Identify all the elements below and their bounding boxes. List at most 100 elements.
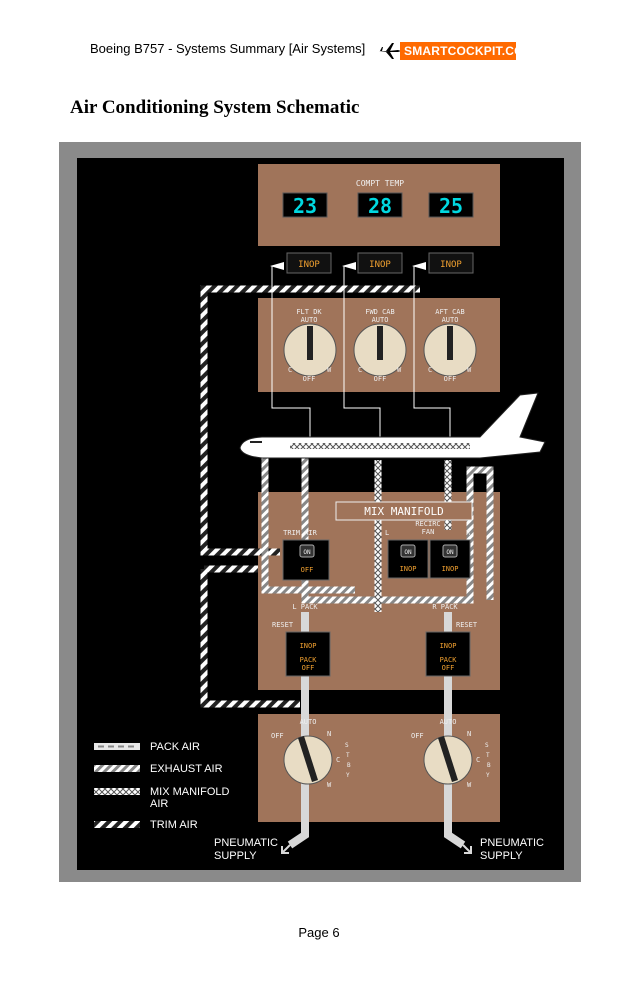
right-pack-switch[interactable]: INOP PACK OFF (425, 631, 471, 677)
svg-text:W: W (467, 781, 472, 789)
recirc-fan-right-switch[interactable] (429, 539, 471, 579)
pneumatic-label-right: SUPPLY (480, 850, 523, 862)
pneumatic-arrow-icon (462, 844, 472, 854)
left-pack-label: L PACK (292, 603, 318, 611)
arrow-icon (342, 262, 356, 270)
airplane-logo-icon (379, 43, 401, 59)
pneumatic-label-left: SUPPLY (214, 850, 257, 862)
svg-text:AUTO: AUTO (440, 718, 457, 726)
arrow-icon (412, 262, 426, 270)
svg-text:INOP: INOP (300, 642, 317, 650)
svg-text:PACK: PACK (300, 656, 318, 664)
pneumatic-label-left: PNEUMATIC (214, 837, 278, 849)
svg-text:ON: ON (404, 549, 412, 556)
trim-air-duct (200, 285, 280, 556)
svg-text:INOP: INOP (400, 565, 417, 573)
svg-text:C: C (476, 756, 480, 764)
control-wire (271, 266, 311, 440)
inop-light-fwd-cab (357, 252, 403, 274)
svg-text:PACK: PACK (440, 656, 458, 664)
svg-text:FWD CAB: FWD CAB (365, 308, 395, 316)
legend-swatch-trim-air (94, 821, 140, 828)
legend-swatch-pack-air (94, 743, 140, 750)
inop-text: INOP (298, 260, 320, 270)
svg-text:OFF: OFF (303, 375, 316, 383)
svg-text:INOP: INOP (442, 565, 459, 573)
pneumatic-label-right: PNEUMATIC (480, 837, 544, 849)
svg-text:OFF: OFF (444, 375, 457, 383)
svg-text:W: W (467, 366, 472, 374)
inop-light-aft-cab (428, 252, 474, 274)
svg-text:W: W (327, 366, 332, 374)
trim-air-duct (200, 569, 300, 708)
svg-text:AUTO: AUTO (442, 316, 459, 324)
svg-text:TRIM AIR: TRIM AIR (150, 819, 198, 831)
svg-text:OFF: OFF (374, 375, 387, 383)
mix-manifold-box (335, 501, 473, 521)
svg-text:ON: ON (303, 549, 311, 556)
svg-text:Y: Y (486, 772, 490, 779)
svg-text:Y: Y (346, 772, 350, 779)
svg-text:S: S (345, 742, 349, 749)
temp-display-flt-dk (282, 192, 328, 218)
airplane-icon (239, 392, 546, 459)
temp-display-aft-cab (428, 192, 474, 218)
exhaust-air-duct (261, 445, 355, 594)
page-title: Air Conditioning System Schematic (70, 97, 360, 118)
svg-text:B: B (487, 762, 491, 769)
legend: PACK AIR EXHAUST AIR MIX MANIFOLD AIR TR… (94, 741, 230, 831)
page-number: Page 6 (298, 925, 340, 940)
svg-text:N: N (327, 730, 331, 738)
selector-flt-dk[interactable]: FLT DK AUTO C W OFF (283, 308, 337, 383)
selector-fwd-cab[interactable]: FWD CAB AUTO C W OFF (353, 308, 407, 383)
svg-text:FAN: FAN (422, 528, 435, 536)
svg-text:C: C (428, 366, 432, 374)
svg-text:AUTO: AUTO (301, 316, 318, 324)
svg-text:FLT DK: FLT DK (296, 308, 322, 316)
svg-text:RECIRC: RECIRC (415, 520, 440, 528)
page-header: Boeing B757 - Systems Summary [Air Syste… (90, 41, 366, 56)
left-pack-duct (287, 612, 309, 849)
temp-value-fwd-cab: 28 (368, 194, 392, 218)
inop-text: INOP (440, 260, 462, 270)
pneumatic-arrow-icon (281, 844, 291, 854)
svg-text:AIR: AIR (150, 798, 168, 810)
knob-pointer (307, 326, 313, 360)
right-pack-duct (444, 612, 466, 849)
svg-text:PACK AIR: PACK AIR (150, 741, 200, 753)
svg-text:OFF: OFF (442, 664, 455, 672)
selector-aft-cab[interactable]: AFT CAB AUTO C W OFF (423, 308, 477, 383)
temp-value-aft-cab: 25 (439, 194, 463, 218)
svg-text:OFF: OFF (411, 732, 424, 740)
legend-swatch-mix-manifold (94, 788, 140, 795)
left-pack-selector[interactable]: AUTO OFF N C W S T B Y (271, 718, 351, 789)
svg-text:C: C (336, 756, 340, 764)
svg-text:AUTO: AUTO (372, 316, 389, 324)
right-pack-selector[interactable]: AUTO OFF N C W S T B Y (411, 718, 491, 789)
inop-light-flt-dk (286, 252, 332, 274)
svg-text:OFF: OFF (302, 664, 315, 672)
svg-text:N: N (467, 730, 471, 738)
svg-text:B: B (347, 762, 351, 769)
left-pack-switch[interactable]: INOP PACK OFF (285, 631, 331, 677)
mix-manifold-label: MIX MANIFOLD (364, 505, 443, 518)
control-wire (413, 266, 451, 440)
temp-display-fwd-cab (357, 192, 403, 218)
svg-text:MIX MANIFOLD: MIX MANIFOLD (150, 786, 230, 798)
smartcockpit-logo: SMARTCOCKPIT.COM (378, 40, 534, 62)
svg-text:RESET: RESET (456, 621, 478, 629)
trim-air-label: TRIM AIR (283, 529, 318, 537)
svg-text:W: W (397, 366, 402, 374)
svg-text:R: R (466, 529, 471, 537)
svg-text:OFF: OFF (301, 566, 314, 574)
svg-text:C: C (288, 366, 292, 374)
compt-temp-label: COMPT TEMP (356, 179, 404, 188)
knob-pointer (447, 326, 453, 360)
svg-text:INOP: INOP (440, 642, 457, 650)
svg-text:RESET: RESET (272, 621, 294, 629)
svg-text:EXHAUST AIR: EXHAUST AIR (150, 763, 223, 775)
inop-text: INOP (369, 260, 391, 270)
temp-value-flt-dk: 23 (293, 194, 317, 218)
svg-text:W: W (327, 781, 332, 789)
